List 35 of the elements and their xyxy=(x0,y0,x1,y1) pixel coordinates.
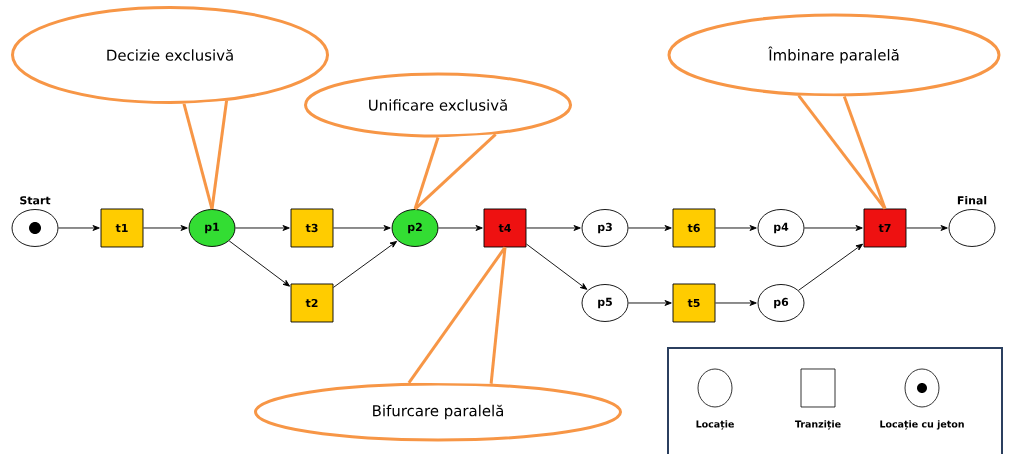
arrow xyxy=(906,225,948,231)
callout-pointer xyxy=(797,94,887,210)
arrow xyxy=(628,225,672,231)
callout-pointer xyxy=(407,246,507,384)
transition-box: t5 xyxy=(672,283,716,323)
speech-bubble: Decizie exclusivă xyxy=(11,6,329,104)
arrow xyxy=(143,225,188,231)
node-caption: Start xyxy=(20,196,51,205)
legend-label: Tranziție xyxy=(794,420,841,430)
legend-label: Locație xyxy=(696,420,734,430)
transition-box: t2 xyxy=(290,283,334,323)
node-caption: Final xyxy=(957,196,987,205)
arrow xyxy=(58,225,100,231)
speech-bubble: Îmbinare paralelă xyxy=(667,13,1001,97)
transition-box: t7 xyxy=(863,208,907,248)
arrow xyxy=(526,225,581,231)
callout-pointer xyxy=(413,133,497,211)
arrow xyxy=(333,240,398,288)
transition-box: t6 xyxy=(672,208,716,248)
speech-bubble: Bifurcare paralelă xyxy=(254,382,622,442)
arrow xyxy=(715,300,757,306)
arrow xyxy=(798,243,863,291)
arrow xyxy=(438,225,483,231)
transition-box: t4 xyxy=(483,208,527,248)
arrow xyxy=(333,225,391,231)
transition-box: t3 xyxy=(290,208,334,248)
callout-pointer xyxy=(182,100,229,210)
arrow xyxy=(804,225,863,231)
transition-box: t1 xyxy=(100,208,144,248)
arrow xyxy=(228,240,290,287)
legend-label: Locație cu jeton xyxy=(880,420,964,430)
arrow xyxy=(628,300,672,306)
arrow xyxy=(526,243,588,290)
arrow xyxy=(235,225,290,231)
arrow xyxy=(715,225,757,231)
